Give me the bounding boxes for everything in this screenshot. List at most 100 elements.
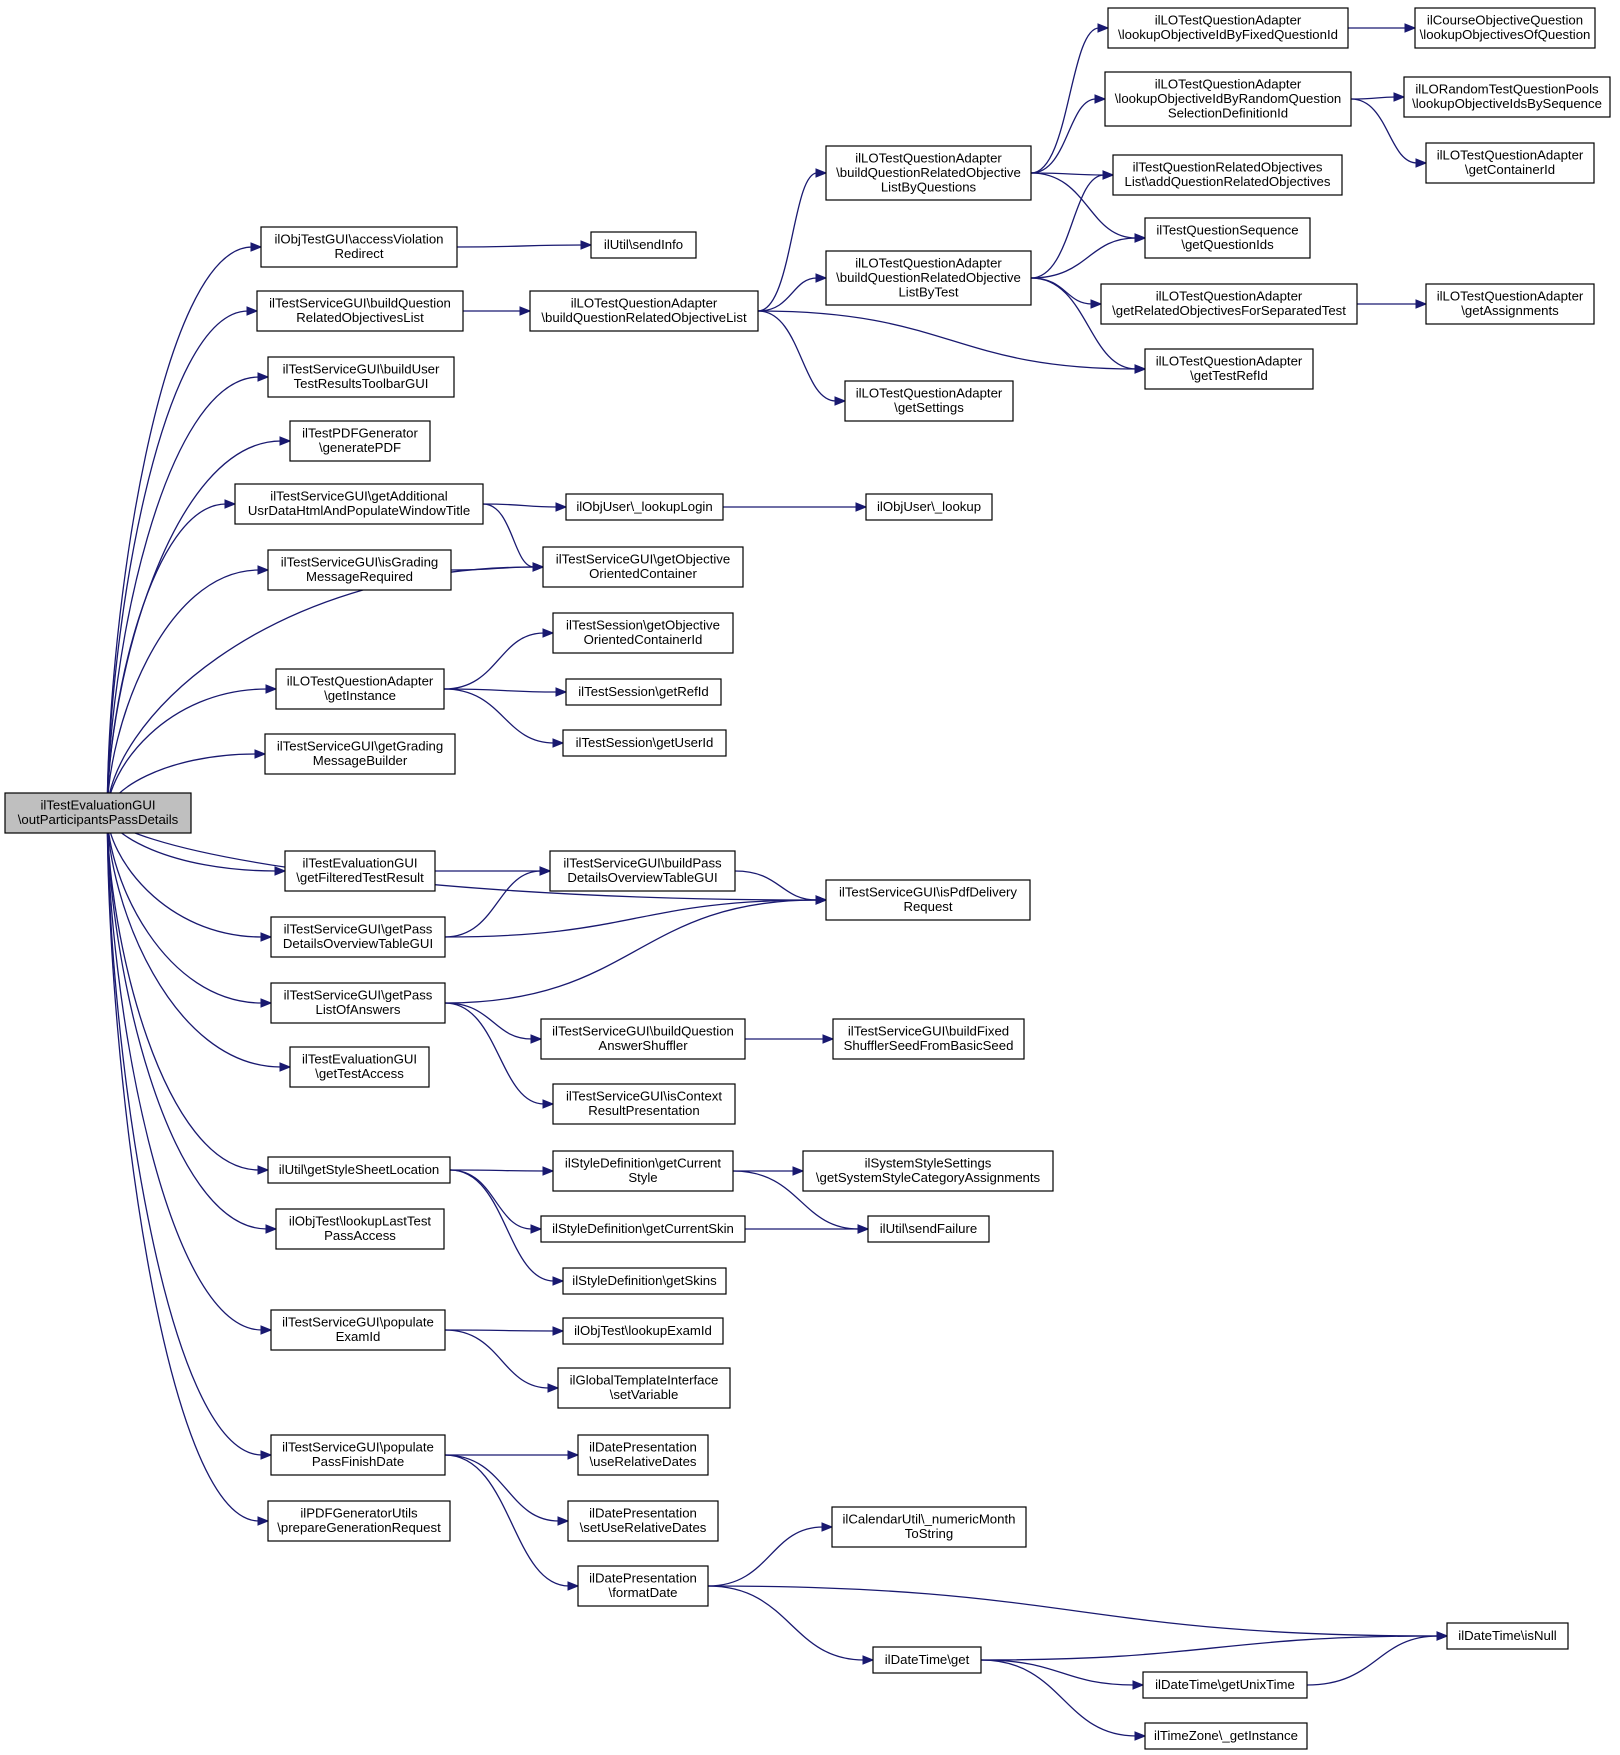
- node-buildPassDetails[interactable]: ilTestServiceGUI\buildPassDetailsOvervie…: [549, 850, 736, 892]
- node-sendFailure[interactable]: ilUtil\sendFailure: [867, 1215, 990, 1243]
- node-byTest[interactable]: ilLOTestQuestionAdapter\buildQuestionRel…: [825, 250, 1032, 306]
- node-isContext[interactable]: ilTestServiceGUI\isContextResultPresenta…: [552, 1083, 736, 1125]
- node-useRelative[interactable]: ilDatePresentation\useRelativeDates: [577, 1434, 709, 1476]
- node-box: [552, 612, 734, 654]
- node-box: [1414, 7, 1596, 49]
- node-lookupExamId[interactable]: ilObjTest\lookupExamId: [562, 1317, 724, 1345]
- edge-populatePass-to-formatDate: [444, 1454, 580, 1591]
- edge-buildQROL-to-getSettings: [757, 310, 847, 406]
- node-label: Request: [903, 899, 952, 914]
- node-lookupLogin[interactable]: ilObjUser\_lookupLogin: [565, 493, 724, 521]
- node-box: [1425, 142, 1595, 184]
- node-lookupRandom[interactable]: ilLOTestQuestionAdapter\lookupObjectiveI…: [1104, 71, 1352, 127]
- node-setRelative[interactable]: ilDatePresentation\setUseRelativeDates: [567, 1500, 719, 1542]
- edge-buildQROList-to-buildQROL: [463, 306, 532, 316]
- node-label: ilLOTestQuestionAdapter: [571, 296, 718, 311]
- node-generatePDF[interactable]: ilTestPDFGenerator\generatePDF: [289, 420, 431, 462]
- node-box: [557, 1367, 731, 1409]
- node-label: \getContainerId: [1465, 162, 1555, 177]
- node-sessionUserId[interactable]: ilTestSession\getUserId: [562, 729, 727, 757]
- node-getPassDetails[interactable]: ilTestServiceGUI\getPassDetailsOverviewT…: [270, 916, 446, 958]
- node-label: \buildQuestionRelatedObjective: [836, 165, 1021, 180]
- edge-arrowhead: [257, 1165, 270, 1175]
- edge-arrowhead: [1415, 299, 1428, 309]
- node-getTestRefId[interactable]: ilLOTestQuestionAdapter\getTestRefId: [1144, 348, 1314, 390]
- node-getUnixTime[interactable]: ilDateTime\getUnixTime: [1142, 1671, 1308, 1699]
- edge-formatDate-to-isNull: [707, 1585, 1449, 1641]
- node-getInstance[interactable]: ilLOTestQuestionAdapter\getInstance: [275, 668, 445, 710]
- node-lookup[interactable]: ilObjUser\_lookup: [865, 493, 993, 521]
- node-box: [270, 1309, 446, 1351]
- node-getSettings[interactable]: ilLOTestQuestionAdapter\getSettings: [844, 380, 1014, 422]
- node-currentSkin[interactable]: ilStyleDefinition\getCurrentSkin: [540, 1215, 746, 1243]
- node-getQuestionIds[interactable]: ilTestQuestionSequence\getQuestionIds: [1144, 217, 1311, 259]
- edge-line: [980, 1659, 1137, 1737]
- node-label: ilObjUser\_lookupLogin: [576, 499, 712, 514]
- node-filtered[interactable]: ilTestEvaluationGUI\getFilteredTestResul…: [284, 850, 436, 892]
- node-sessionContainer[interactable]: ilTestSession\getObjectiveOrientedContai…: [552, 612, 734, 654]
- node-box: [565, 678, 722, 706]
- node-box: [1107, 7, 1349, 49]
- node-label: ilTestServiceGUI\buildQuestion: [552, 1024, 734, 1039]
- edge-line: [106, 812, 263, 1331]
- node-tzInstance[interactable]: ilTimeZone\_getInstance: [1144, 1722, 1308, 1750]
- node-formatDate[interactable]: ilDatePresentation\formatDate: [577, 1565, 709, 1607]
- node-label: ilTestSession\getObjective: [566, 618, 720, 633]
- node-lookupFixed[interactable]: ilLOTestQuestionAdapter\lookupObjectiveI…: [1107, 7, 1349, 49]
- node-buildUserToolbar[interactable]: ilTestServiceGUI\buildUserTestResultsToo…: [267, 356, 455, 398]
- edge-arrowhead: [547, 1383, 560, 1393]
- edge-line: [106, 246, 253, 814]
- node-box: [1144, 1722, 1308, 1750]
- node-systemStyle[interactable]: ilSystemStyleSettings\getSystemStyleCate…: [802, 1150, 1054, 1192]
- edge-line: [456, 244, 583, 248]
- node-buildQROList[interactable]: ilTestServiceGUI\buildQuestionRelatedObj…: [256, 290, 464, 332]
- edge-styleSheet-to-currentStyle: [449, 1166, 555, 1176]
- edge-line: [106, 812, 263, 1456]
- node-isGradingMsg[interactable]: ilTestServiceGUI\isGradingMessageRequire…: [267, 549, 452, 591]
- edge-arrowhead: [555, 502, 568, 512]
- node-getAdditional[interactable]: ilTestServiceGUI\getAdditionalUsrDataHtm…: [234, 483, 484, 525]
- node-styleSheet[interactable]: ilUtil\getStyleSheetLocation: [267, 1156, 451, 1184]
- node-getRelatedObj[interactable]: ilLOTestQuestionAdapter\getRelatedObject…: [1100, 283, 1358, 325]
- node-label: ilTestServiceGUI\populate: [282, 1440, 434, 1455]
- edge-arrowhead: [1134, 233, 1147, 243]
- node-box: [267, 1500, 451, 1542]
- node-getAssignments[interactable]: ilLOTestQuestionAdapter\getAssignments: [1425, 283, 1595, 325]
- edge-line: [1030, 27, 1100, 174]
- edge-lookupLogin-to-lookup: [722, 502, 868, 512]
- node-getObjContainer[interactable]: ilTestServiceGUI\getObjectiveOrientedCon…: [542, 546, 744, 588]
- node-addQRO[interactable]: ilTestQuestionRelatedObjectivesList\addQ…: [1112, 154, 1343, 196]
- node-courseObj[interactable]: ilCourseObjectiveQuestion\lookupObjectiv…: [1414, 7, 1596, 49]
- node-randomPools[interactable]: ilLORandomTestQuestionPools\lookupObject…: [1403, 76, 1611, 118]
- node-label: ilStyleDefinition\getSkins: [572, 1273, 717, 1288]
- node-buildQROL[interactable]: ilLOTestQuestionAdapter\buildQuestionRel…: [529, 290, 759, 332]
- node-setVariable[interactable]: ilGlobalTemplateInterface\setVariable: [557, 1367, 731, 1409]
- node-getTestAccess[interactable]: ilTestEvaluationGUI\getTestAccess: [289, 1046, 430, 1088]
- node-pdfUtils[interactable]: ilPDFGeneratorUtils\prepareGenerationReq…: [267, 1500, 451, 1542]
- node-buildFixed[interactable]: ilTestServiceGUI\buildFixedShufflerSeedF…: [832, 1018, 1025, 1060]
- edge-line: [106, 812, 282, 1068]
- node-buildShuffler[interactable]: ilTestServiceGUI\buildQuestionAnswerShuf…: [540, 1018, 746, 1060]
- edge-byTest-to-getTestRefId: [1030, 277, 1147, 374]
- node-root[interactable]: ilTestEvaluationGUI\outParticipantsPassD…: [4, 792, 192, 834]
- node-dtGet[interactable]: ilDateTime\get: [872, 1646, 982, 1674]
- edge-line: [482, 503, 535, 568]
- node-getSkins[interactable]: ilStyleDefinition\getSkins: [562, 1267, 727, 1295]
- node-isNull[interactable]: ilDateTime\isNull: [1446, 1622, 1569, 1650]
- edge-getAdditional-to-lookupLogin: [482, 502, 568, 512]
- node-box: [264, 733, 456, 775]
- node-byQuestions[interactable]: ilLOTestQuestionAdapter\buildQuestionRel…: [825, 145, 1032, 201]
- node-sendInfo[interactable]: ilUtil\sendInfo: [590, 231, 697, 259]
- node-gradingBuilder[interactable]: ilTestServiceGUI\getGradingMessageBuilde…: [264, 733, 456, 775]
- node-getContainerId[interactable]: ilLOTestQuestionAdapter\getContainerId: [1425, 142, 1595, 184]
- edge-dtGet-to-tzInstance: [980, 1659, 1147, 1741]
- node-sessionRefId[interactable]: ilTestSession\getRefId: [565, 678, 722, 706]
